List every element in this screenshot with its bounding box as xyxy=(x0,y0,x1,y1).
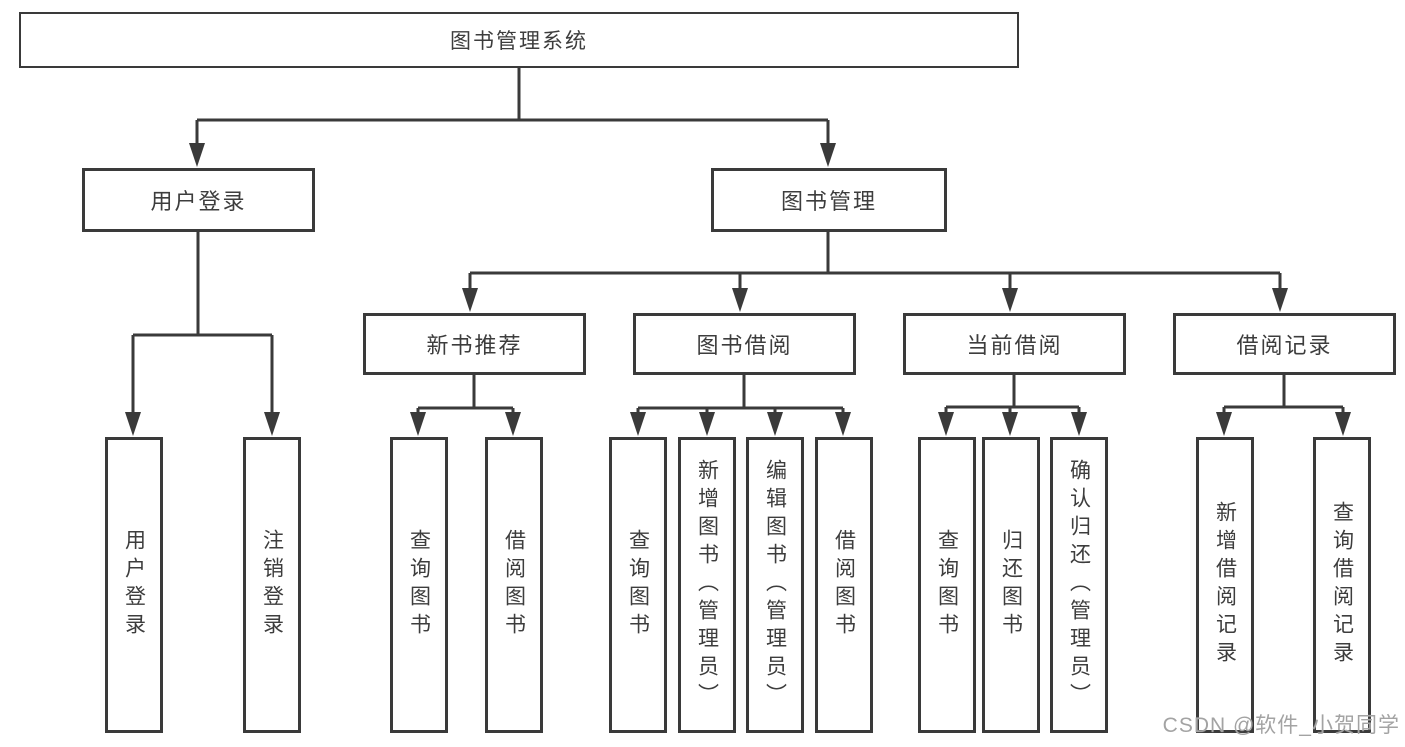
edge-bookmgmt-to-level3 xyxy=(468,232,1282,290)
node-book-management-branch: 图书管理 xyxy=(711,168,947,232)
leaf-add-borrow-record: 新增借阅记录 xyxy=(1196,437,1254,733)
node-new-book-recommend: 新书推荐 xyxy=(363,313,586,375)
node-label: 用户登录 xyxy=(122,529,146,641)
leaf-user-login: 用户登录 xyxy=(105,437,163,733)
node-label: 当前借阅 xyxy=(966,333,1063,358)
node-current-borrowing: 当前借阅 xyxy=(903,313,1126,375)
node-label: 图书借阅 xyxy=(696,333,793,358)
node-label: 用户登录 xyxy=(150,189,247,214)
edge-borrowing-to-leaves xyxy=(636,375,845,414)
leaf-add-book-admin: 新增图书（管理员） xyxy=(678,437,736,733)
edge-current-to-leaves xyxy=(944,375,1081,414)
node-label: 编辑图书（管理员） xyxy=(763,459,787,711)
leaf-borrow-books-recommend: 借阅图书 xyxy=(485,437,543,733)
leaf-query-borrow-record: 查询借阅记录 xyxy=(1313,437,1371,733)
leaf-edit-book-admin: 编辑图书（管理员） xyxy=(746,437,804,733)
node-label: 借阅图书 xyxy=(832,529,856,641)
leaf-logout: 注销登录 xyxy=(243,437,301,733)
node-label: 查询借阅记录 xyxy=(1330,501,1354,669)
node-label: 图书管理 xyxy=(780,189,877,214)
csdn-watermark: CSDN @软件_小贺同学 xyxy=(1162,714,1400,737)
node-root-system: 图书管理系统 xyxy=(19,12,1019,68)
leaf-borrow-books-borrowing: 借阅图书 xyxy=(815,437,873,733)
node-label: 查询图书 xyxy=(935,529,959,641)
edge-root-to-level2 xyxy=(195,68,830,145)
leaf-query-books-recommend: 查询图书 xyxy=(390,437,448,733)
leaf-return-book: 归还图书 xyxy=(982,437,1040,733)
node-label: 归还图书 xyxy=(999,529,1023,641)
edge-userlogin-to-leaves xyxy=(131,232,274,414)
node-label: 查询图书 xyxy=(407,529,431,641)
leaf-confirm-return-admin: 确认归还（管理员） xyxy=(1050,437,1108,733)
node-label: 查询图书 xyxy=(626,529,650,641)
node-label: 图书管理系统 xyxy=(450,30,588,53)
node-label: 注销登录 xyxy=(260,529,284,641)
node-label: 新增借阅记录 xyxy=(1213,501,1237,669)
node-label: 借阅记录 xyxy=(1236,333,1333,358)
leaf-query-books-current: 查询图书 xyxy=(918,437,976,733)
node-label: 新增图书（管理员） xyxy=(695,459,719,711)
edge-newbooks-to-leaves xyxy=(416,375,515,414)
node-borrow-records: 借阅记录 xyxy=(1173,313,1396,375)
node-label: 借阅图书 xyxy=(502,529,526,641)
node-user-login-branch: 用户登录 xyxy=(82,168,315,232)
node-label: 确认归还（管理员） xyxy=(1067,459,1091,711)
leaf-query-books-borrowing: 查询图书 xyxy=(609,437,667,733)
node-book-borrowing: 图书借阅 xyxy=(633,313,856,375)
node-label: 新书推荐 xyxy=(426,333,523,358)
arrow-down-icons xyxy=(125,143,1351,436)
edge-records-to-leaves xyxy=(1222,375,1345,414)
